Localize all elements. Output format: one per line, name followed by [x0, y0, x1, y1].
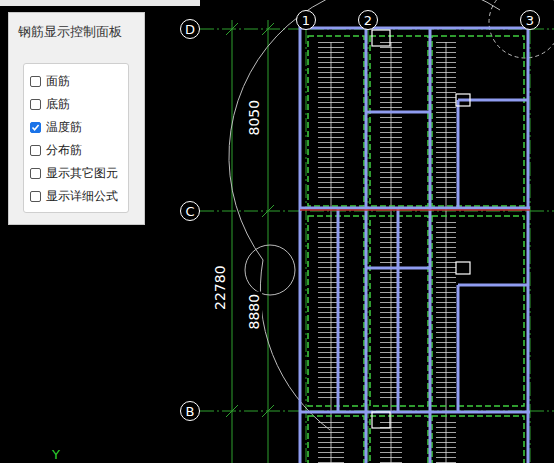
checkbox-label: 底筋 — [46, 96, 70, 113]
axis-lines — [200, 29, 554, 463]
checkbox — [30, 145, 41, 156]
axis-bubble: C — [180, 201, 200, 221]
checkbox-label: 显示详细公式 — [46, 188, 118, 205]
checkbox — [30, 76, 41, 87]
dimension-text: 8880 — [247, 292, 262, 332]
toolbar-strip — [0, 0, 200, 6]
axis-label: B — [186, 405, 195, 418]
checkbox-label: 面筋 — [46, 73, 70, 90]
dimension-text: 22780 — [212, 264, 227, 313]
checkbox-label: 显示其它图元 — [46, 165, 118, 182]
checkbox-row: 温度筋 — [30, 116, 124, 139]
checkbox-label: 温度筋 — [46, 119, 82, 136]
axis-bubble: D — [180, 19, 200, 39]
beams — [300, 26, 530, 463]
checkbox — [30, 168, 41, 179]
dimension-lines — [226, 20, 274, 463]
checkbox-row: 显示详细公式 — [30, 185, 124, 208]
axis-label: 2 — [364, 14, 372, 27]
checkbox-group: 面筋底筋温度筋分布筋显示其它图元显示详细公式 — [23, 63, 129, 213]
axis-bubble: 3 — [520, 10, 540, 30]
checkbox-row: 分布筋 — [30, 139, 124, 162]
checkbox-row: 显示其它图元 — [30, 162, 124, 185]
check-mark — [30, 122, 41, 133]
control-panel: 钢筋显示控制面板面筋底筋温度筋分布筋显示其它图元显示详细公式 — [8, 12, 145, 225]
panel-title: 钢筋显示控制面板 — [9, 13, 144, 41]
arc-lines — [229, 0, 554, 430]
red-line — [300, 209, 530, 211]
checkbox — [30, 99, 41, 110]
axis-label: C — [185, 205, 194, 218]
axis-label: D — [185, 23, 195, 36]
axis-label: 1 — [302, 14, 310, 27]
rebar-hatch — [318, 42, 456, 463]
checkbox — [30, 122, 41, 133]
checkbox — [30, 191, 41, 202]
checkbox-label: 分布筋 — [46, 142, 82, 159]
axis-name: Y — [50, 448, 62, 462]
axis-bubble: B — [180, 401, 200, 421]
axis-bubble: 1 — [296, 10, 316, 30]
column-marks — [372, 30, 470, 428]
dimension-text: 8050 — [247, 98, 262, 138]
axis-label: 3 — [526, 14, 534, 27]
checkbox-row: 面筋 — [30, 70, 124, 93]
axis-bubble: 2 — [358, 10, 378, 30]
checkbox-row: 底筋 — [30, 93, 124, 116]
